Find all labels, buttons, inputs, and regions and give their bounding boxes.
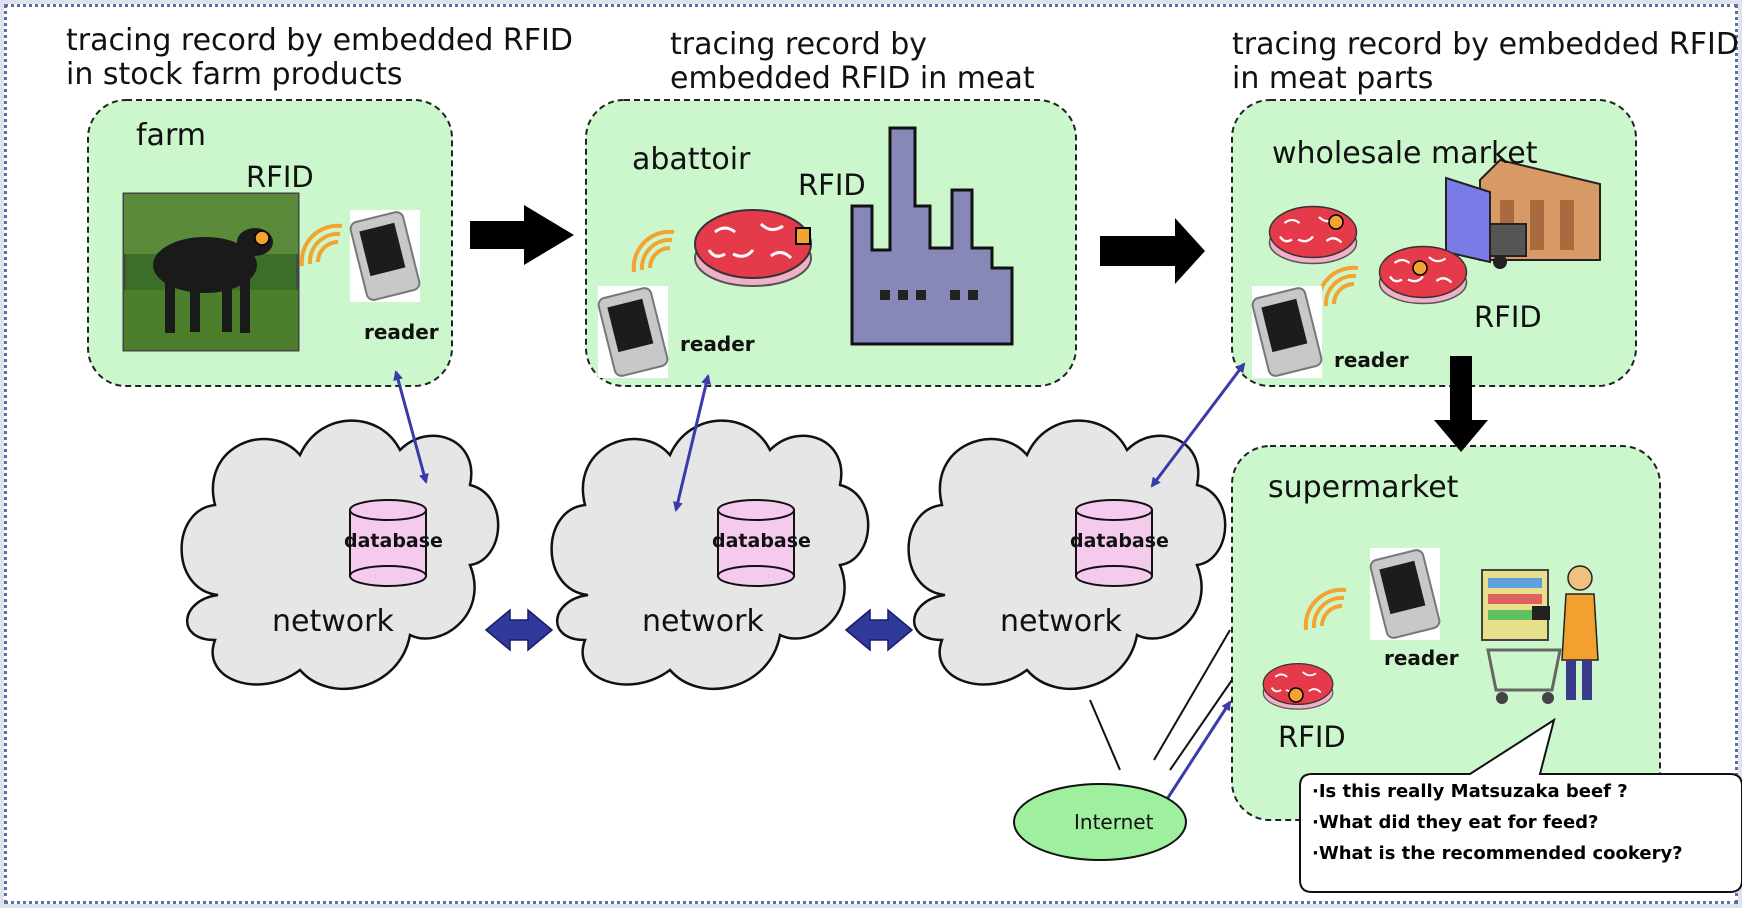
farm-title: farm	[136, 118, 206, 153]
network-label-3: network	[1000, 604, 1122, 639]
flow-arrow-wholesale-to-supermarket	[1434, 356, 1488, 452]
database-icon-2	[717, 499, 795, 587]
network-label-2: network	[642, 604, 764, 639]
wholesale-db-link-arrow	[1150, 362, 1246, 488]
wholesale-reader-label: reader	[1334, 348, 1409, 372]
farm-reader-icon	[348, 209, 422, 303]
warehouse-truck-icon	[1445, 158, 1601, 269]
abattoir-caption-line-2: embedded RFID in meat	[670, 61, 1035, 96]
abattoir-rfid-label: RFID	[798, 168, 866, 202]
wholesale-rfid-label: RFID	[1474, 300, 1542, 334]
abattoir-reader-label: reader	[680, 332, 755, 356]
supermarket-rfid-tag	[1288, 687, 1304, 703]
abattoir-caption: tracing record by embedded RFID in meat	[670, 28, 1035, 96]
internet-line-supermarket-2	[1169, 679, 1233, 771]
abattoir-meat-icon	[693, 208, 813, 288]
supermarket-internet-link-arrow	[1158, 700, 1232, 812]
database-label-1: database	[344, 530, 443, 552]
question-3: ·What is the recommended cookery?	[1312, 843, 1683, 864]
network-cloud-3	[907, 419, 1227, 691]
database-label-2: database	[712, 530, 811, 552]
database-label-3: database	[1070, 530, 1169, 552]
wholesale-reader-icon	[1250, 285, 1324, 379]
database-icon-1	[349, 499, 427, 587]
internet-ellipse	[1013, 783, 1187, 861]
abattoir-title: abattoir	[632, 142, 751, 177]
wholesale-rfid-tag-1	[1328, 214, 1344, 230]
network-link-arrow-1-2	[484, 608, 554, 652]
supermarket-title: supermarket	[1268, 470, 1459, 505]
network-label-1: network	[272, 604, 394, 639]
wholesale-meat-icon-1	[1268, 205, 1358, 265]
wholesale-caption-line-2: in meat parts	[1232, 61, 1434, 96]
internet-line-network	[1089, 699, 1121, 771]
cow-photo	[122, 192, 300, 352]
internet-label: Internet	[1074, 810, 1154, 834]
question-1: ·Is this really Matsuzaka beef ?	[1312, 781, 1628, 802]
supermarket-reader-icon	[1368, 547, 1442, 641]
farm-caption-line-2: in stock farm products	[66, 57, 403, 92]
network-cloud-2	[550, 419, 870, 691]
factory-icon	[850, 126, 1014, 346]
wholesale-title: wholesale market	[1272, 136, 1538, 171]
wholesale-caption: tracing record by embedded RFID in meat …	[1232, 28, 1739, 96]
supermarket-reader-label: reader	[1384, 646, 1459, 670]
wholesale-rfid-tag-2	[1412, 260, 1428, 276]
internet-line-supermarket-1	[1153, 629, 1231, 761]
question-list: ·Is this really Matsuzaka beef ? ·What d…	[1312, 776, 1683, 869]
database-icon-3	[1075, 499, 1153, 587]
abattoir-reader-icon	[596, 285, 670, 379]
wholesale-caption-line-1: tracing record by embedded RFID	[1232, 27, 1739, 62]
farm-reader-label: reader	[364, 320, 439, 344]
abattoir-caption-line-1: tracing record by	[670, 27, 928, 62]
farm-caption: tracing record by embedded RFID in stock…	[66, 24, 573, 92]
question-bubble	[1299, 717, 1742, 893]
flow-arrow-abattoir-to-wholesale	[1100, 218, 1205, 284]
abattoir-rfid-tag	[795, 227, 811, 245]
supermarket-rfid-label: RFID	[1278, 720, 1346, 754]
farm-db-link-arrow	[393, 370, 429, 484]
network-cloud-1	[180, 419, 500, 691]
question-2: ·What did they eat for feed?	[1312, 812, 1599, 833]
farm-caption-line-1: tracing record by embedded RFID	[66, 23, 573, 58]
flow-arrow-farm-to-abattoir	[470, 205, 574, 265]
network-link-arrow-2-3	[844, 608, 914, 652]
shopper-cart-icon	[1481, 565, 1599, 704]
abattoir-db-link-arrow	[672, 374, 712, 512]
farm-rfid-label: RFID	[246, 160, 314, 194]
